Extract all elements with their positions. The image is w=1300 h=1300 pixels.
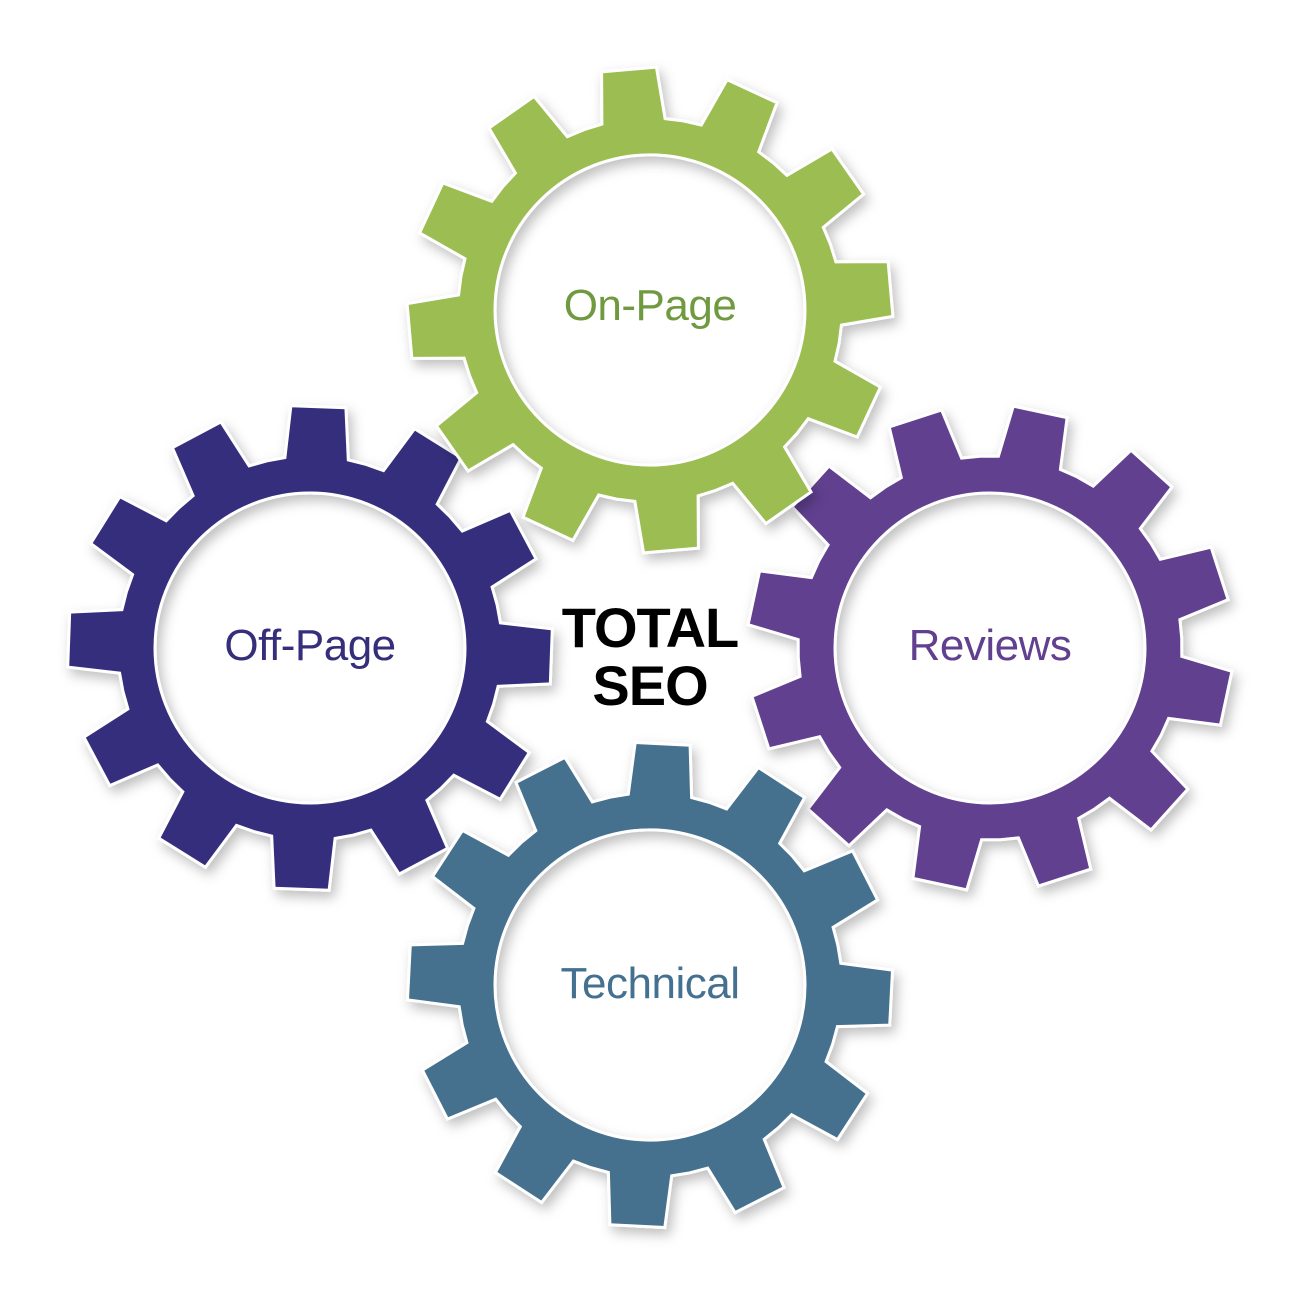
gear-label-technical: Technical <box>560 959 740 1008</box>
gear-technical <box>405 740 895 1230</box>
gear-on-page <box>405 65 895 555</box>
gear-off-page <box>66 404 554 892</box>
gear-label-on-page: On-Page <box>563 281 737 330</box>
gear-reviews <box>746 404 1234 892</box>
center-title: TOTAL SEO <box>561 596 739 717</box>
center-title-line2: SEO <box>592 654 708 717</box>
gear-label-off-page: Off-Page <box>224 621 396 670</box>
gear-label-reviews: Reviews <box>908 621 1072 670</box>
center-title-line1: TOTAL <box>561 596 739 659</box>
